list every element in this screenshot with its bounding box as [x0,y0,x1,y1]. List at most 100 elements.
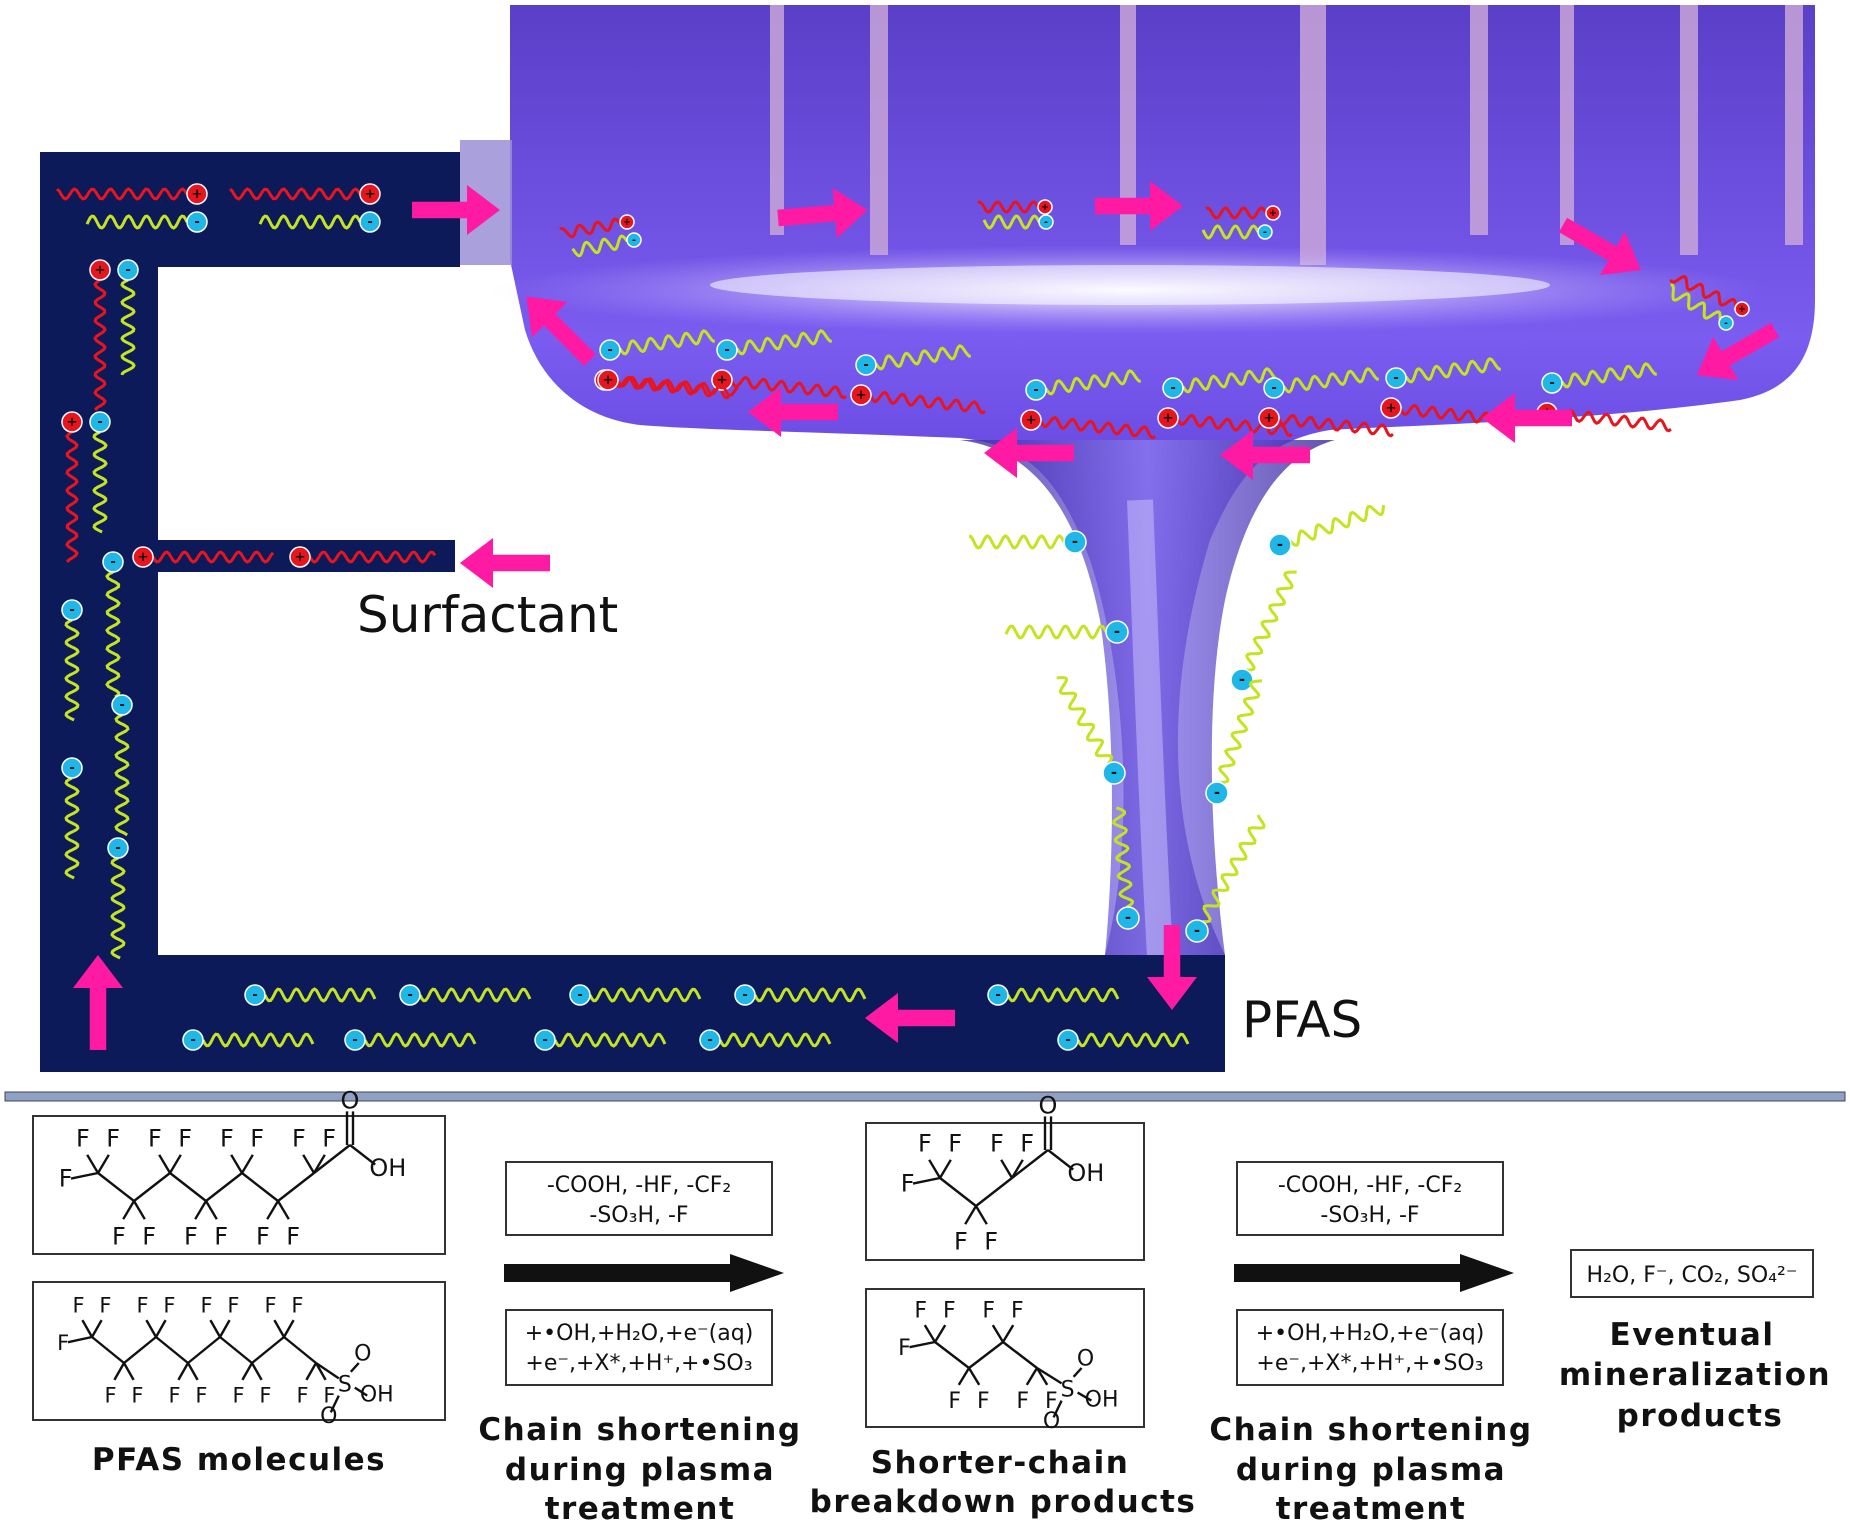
svg-text:-: - [1111,764,1117,782]
atom-label: F [291,1293,303,1317]
atom-label: F [259,1383,271,1407]
svg-text:+: + [1738,304,1746,315]
atom-label: F [105,1383,117,1407]
atom-label: F [220,1124,234,1152]
atom-label: F [1016,1389,1029,1414]
anion-head: - [1064,531,1086,553]
stage-3-caption-line1: Eventual [1610,1317,1775,1353]
surfactant-chain [1247,572,1297,670]
reaction-arrow-1 [504,1254,784,1292]
svg-text:+: + [1041,202,1049,213]
atom-label: F [1011,1298,1024,1323]
svg-text:-: - [69,760,75,776]
svg-text:+: + [855,387,866,403]
anion-head: - [1103,762,1125,784]
reagents-2-line2: +e⁻,+X*,+H⁺,+•SO₃ [1256,1351,1483,1376]
anion-head: - [1206,782,1228,804]
atom-label: F [73,1293,85,1317]
svg-text:-: - [724,342,730,358]
atom-label: F [214,1222,228,1250]
anion-head: - [988,985,1008,1005]
shorter-chain-stage: FFFFFFFOOH FFFFFFFFFSOOOH Shorter-chain … [810,1092,1197,1520]
anion-head: - [1386,368,1406,388]
anion-head: - [345,1030,365,1050]
atom-label: F [57,1331,69,1355]
svg-text:-: - [1214,784,1220,802]
step-2-caption-line3: treatment [1276,1491,1467,1524]
svg-text:+: + [1269,208,1277,219]
pfas-anion: - [1206,681,1262,804]
atom-label: F [131,1383,143,1407]
svg-text:-: - [125,262,131,278]
anion-head: - [1719,316,1733,330]
anion-head: - [1258,225,1272,239]
svg-text:-: - [1114,623,1120,641]
svg-text:-: - [1239,671,1245,689]
svg-text:+: + [1385,400,1396,416]
step-1-caption-line3: treatment [545,1491,736,1524]
atom-label: F [99,1293,111,1317]
svg-text:+: + [137,549,148,565]
svg-text:-: - [632,235,636,246]
svg-text:+: + [66,414,77,430]
reaction-arrow-2 [1234,1254,1514,1292]
svg-text:-: - [1072,533,1078,551]
anion-head: - [1026,380,1046,400]
cation-head: + [1259,408,1279,428]
svg-text:+: + [1162,410,1173,426]
svg-text:-: - [119,697,125,713]
anion-head: - [360,212,380,232]
atom-label: F [201,1293,213,1317]
atom-label: F [982,1298,995,1323]
flow-arrow [460,538,550,588]
removed-groups-2-line1: -COOH, -HF, -CF₂ [1278,1173,1462,1198]
svg-text:-: - [1393,370,1399,386]
step-1-caption-line2: during plasma [505,1452,775,1488]
svg-text:-: - [607,342,613,358]
anion-head: - [103,552,123,572]
pfas-label: PFAS [1242,991,1362,1049]
stage-3-caption-line3: products [1617,1398,1784,1434]
atom-label: S [1061,1378,1075,1403]
cation-head: + [187,184,207,204]
svg-text:-: - [1170,380,1176,396]
atom-label: O [1077,1346,1094,1371]
anion-head: - [90,412,110,432]
svg-text:+: + [364,186,375,202]
atom-label: F [954,1227,968,1255]
atom-label: F [184,1222,198,1250]
atom-label: F [901,1170,915,1198]
surfactant-label: Surfactant [357,586,618,644]
cation-head: + [1381,398,1401,418]
svg-text:-: - [863,357,869,373]
removed-groups-1-line1: -COOH, -HF, -CF₂ [547,1173,731,1198]
atom-label: F [137,1293,149,1317]
anion-head: - [62,758,82,778]
atom-label: F [984,1227,998,1255]
svg-text:-: - [1549,375,1555,391]
anion-head: - [187,212,207,232]
atom-label: F [990,1129,1004,1157]
degradation-pathway: FFFFFFFFFFFFFFFOOH FFFFFFFFFFFFFFFFFSOOO… [33,1087,1831,1524]
svg-text:+: + [1263,410,1274,426]
atom-label: F [297,1383,309,1407]
atom-label: S [338,1373,352,1398]
svg-text:-: - [97,414,103,430]
cation-head: + [620,215,634,229]
surfactant-chain [1006,626,1106,638]
pfas-molecules-caption: PFAS molecules [92,1442,386,1478]
chain-shortening-step-2: -COOH, -HF, -CF₂ -SO₃H, -F +•OH,+H₂O,+e⁻… [1209,1162,1532,1524]
anion-head: - [700,1030,720,1050]
anion-head: - [62,600,82,620]
atom-label: O [341,1087,360,1115]
cation-head: + [62,412,82,432]
svg-text:-: - [1724,318,1728,329]
stage-2-caption-line2: breakdown products [810,1484,1197,1520]
atom-label: F [977,1389,990,1414]
anion-head: - [735,985,755,1005]
svg-text:+: + [1025,412,1036,428]
svg-text:-: - [1277,536,1283,554]
surfactant-chain [1057,678,1112,764]
svg-text:-: - [252,987,258,1003]
